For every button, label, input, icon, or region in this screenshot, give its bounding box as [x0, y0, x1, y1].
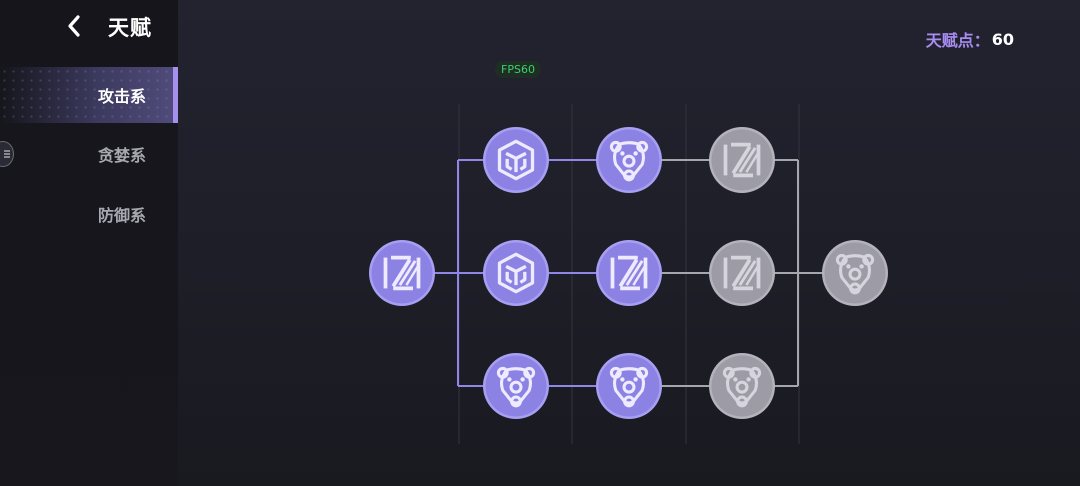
tab-greed-label: 贪婪系	[97, 146, 146, 165]
tab-attack[interactable]: 攻击系	[0, 67, 178, 123]
talent-node-disc	[711, 355, 773, 417]
fps-badge: FPS60	[495, 61, 541, 78]
talent-node-disc	[598, 129, 660, 191]
sidebar: 天赋 攻击系 贪婪系 防御系	[0, 0, 178, 486]
talent-node-c1-top[interactable]	[483, 127, 549, 193]
talent-node-disc	[485, 355, 547, 417]
talent-node-c3-bot[interactable]	[709, 353, 775, 419]
talent-node-c3-mid[interactable]	[709, 240, 775, 306]
talent-node-c2-mid[interactable]	[596, 240, 662, 306]
talent-points: 天赋点： 60	[926, 27, 1014, 51]
talent-node-c3-top[interactable]	[709, 127, 775, 193]
tab-greed[interactable]: 贪婪系	[0, 126, 178, 182]
chevron-left-icon	[68, 15, 80, 37]
tab-active-indicator	[173, 67, 178, 123]
back-button[interactable]	[58, 10, 90, 42]
talent-node-root[interactable]	[369, 240, 435, 306]
tab-defense-label: 防御系	[97, 206, 146, 225]
talent-node-c1-bot[interactable]	[483, 353, 549, 419]
tab-attack-label: 攻击系	[97, 87, 146, 106]
page-title: 天赋	[108, 16, 152, 40]
tree-nodes	[369, 127, 888, 419]
menu-lines-icon	[4, 153, 10, 155]
talent-node-final[interactable]	[822, 240, 888, 306]
talent-node-disc	[824, 242, 886, 304]
talent-points-label: 天赋点：	[925, 31, 990, 50]
talent-node-c1-mid[interactable]	[483, 240, 549, 306]
tab-defense[interactable]: 防御系	[0, 186, 178, 242]
talent-points-value: 60	[991, 29, 1014, 49]
talent-node-disc	[598, 355, 660, 417]
talent-node-c2-top[interactable]	[596, 127, 662, 193]
talent-node-c2-bot[interactable]	[596, 353, 662, 419]
